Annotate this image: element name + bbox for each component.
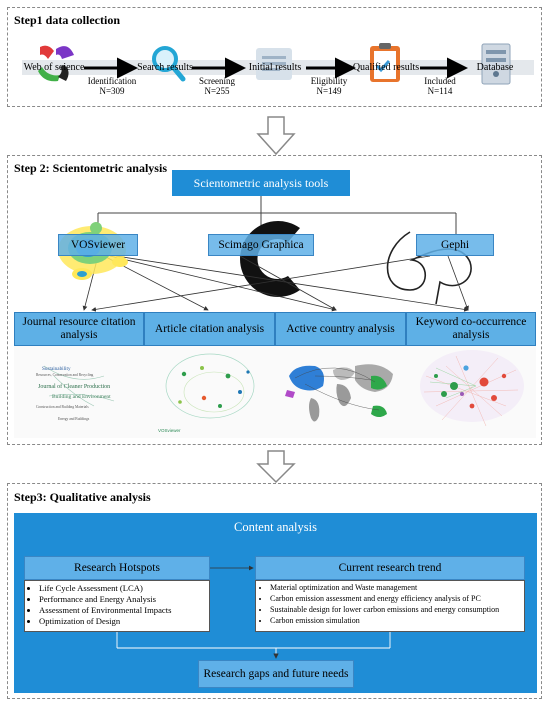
hotspot-item: Optimization of Design <box>39 616 209 626</box>
node-database: Database <box>476 62 514 73</box>
step1-arrows <box>84 57 468 79</box>
thumb-journal-label-3: Sustainability <box>42 366 71 372</box>
thumb-keyword-network <box>406 346 536 438</box>
thumb-journal-network: Journal of Cleaner Production Building a… <box>14 346 144 438</box>
document-icon <box>256 48 292 80</box>
thumb-journal-label-2: Building and Environment <box>52 394 111 400</box>
node-web-of-science: Web of science <box>23 62 85 73</box>
hotspots-title: Research Hotspots <box>24 556 210 580</box>
search-icon <box>152 46 186 82</box>
trend-item: Sustainable design for lower carbon emis… <box>270 605 524 615</box>
trend-item: Material optimization and Waste manageme… <box>270 583 524 593</box>
clipboard-icon <box>370 43 400 82</box>
tool-vosviewer: VOSviewer <box>58 234 138 256</box>
thumb-article-watermark: VOSviewer <box>158 428 181 433</box>
step2-title: Step 2: Scientometric analysis <box>14 161 167 175</box>
cell-article-citation: Article citation analysis <box>144 312 275 346</box>
thumb-journal-label-6: Energy and Buildings <box>58 417 90 421</box>
thumb-journal-label-5: Construction and Building Materials <box>36 405 89 409</box>
cell-active-country: Active country analysis <box>275 312 406 346</box>
tools-header: Scientometric analysis tools <box>172 170 350 196</box>
step2-frame <box>7 155 542 445</box>
trend-title: Current research trend <box>255 556 525 580</box>
down-arrow-1 <box>256 116 296 156</box>
step3-title: Step3: Qualitative analysis <box>14 490 151 504</box>
thumb-country-map <box>275 346 406 438</box>
tool-scimago-graphica: Scimago Graphica <box>208 234 314 256</box>
hotspots-list: Life Cycle Assessment (LCA) Performance … <box>24 580 210 632</box>
hotspot-item: Assessment of Environmental Impacts <box>39 605 209 615</box>
thumb-journal-label-1: Journal of Cleaner Production <box>38 383 110 390</box>
step1-frame <box>7 7 542 107</box>
tool-gephi: Gephi <box>416 234 494 256</box>
node-qualified-results: Qualified results <box>352 62 420 73</box>
thumb-journal-label-4: Resources, Conservation and Recycling <box>36 373 93 378</box>
research-gaps-box: Research gaps and future needs <box>198 660 354 688</box>
step1-title: Step1 data collection <box>14 13 120 27</box>
cell-keyword-cooccurrence: Keyword co-occurrence analysis <box>406 312 536 346</box>
step3-frame <box>7 483 542 699</box>
trend-item: Carbon emission simulation <box>270 616 524 626</box>
node-initial-results: Initial results <box>248 62 302 73</box>
cell-journal-citation: Journal resource citation analysis <box>14 312 144 346</box>
trend-item: Carbon emission assessment and energy ef… <box>270 594 524 604</box>
web-of-science-logo <box>38 45 74 82</box>
node-search-results: Search results <box>137 62 193 73</box>
database-server-icon <box>481 43 511 85</box>
trend-list: Material optimization and Waste manageme… <box>255 580 525 632</box>
down-arrow-2 <box>256 450 296 484</box>
content-analysis-header: Content analysis <box>234 520 317 534</box>
thumb-article-network: VOSviewer <box>144 346 275 438</box>
hotspot-item: Performance and Energy Analysis <box>39 594 209 604</box>
hotspot-item: Life Cycle Assessment (LCA) <box>39 583 209 593</box>
